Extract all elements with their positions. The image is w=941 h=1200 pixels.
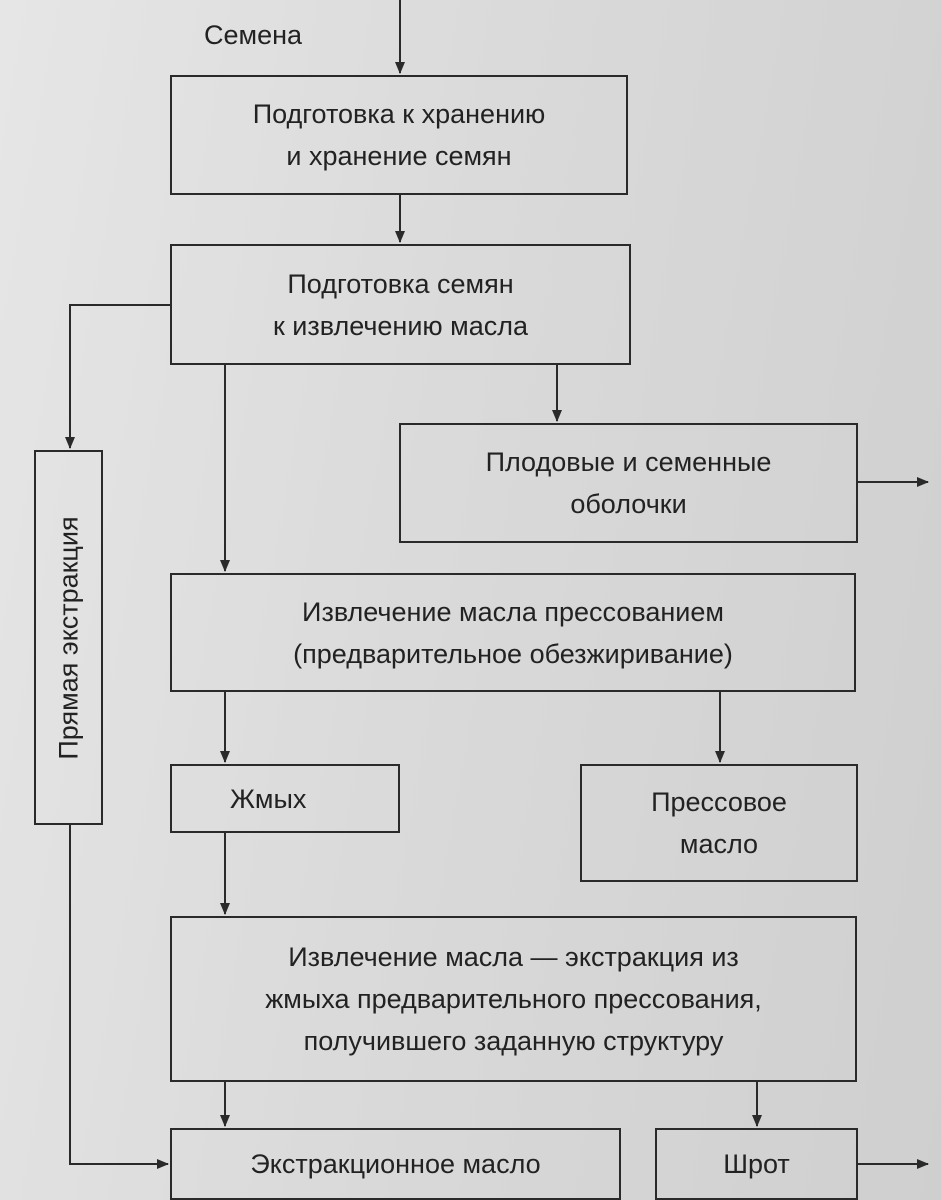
press-oil-box: Прессовое масло [580,764,858,882]
input-label: Семена [204,20,303,50]
extraction-oil-box: Экстракционное масло [170,1128,621,1200]
storage-box: Подготовка к хранению и хранение семян [170,75,628,195]
arrow-prep-to-direct [65,304,170,449]
meal-box: Шрот [655,1128,858,1200]
cake-box: Жмых [170,764,400,833]
arrow-direct-to-oil [69,825,169,1169]
extraction-box: Извлечение масла — экстракция из жмыха п… [170,916,857,1082]
press-box: Извлечение масла прессованием (предварит… [170,573,856,692]
husks-box: Плодовые и семенные оболочки [399,423,858,543]
prep-box: Подготовка семян к извлечению масла [170,244,631,365]
direct-extraction-label: Прямая экстракция [53,515,84,760]
direct-extraction-box: Прямая экстракция [34,450,103,825]
